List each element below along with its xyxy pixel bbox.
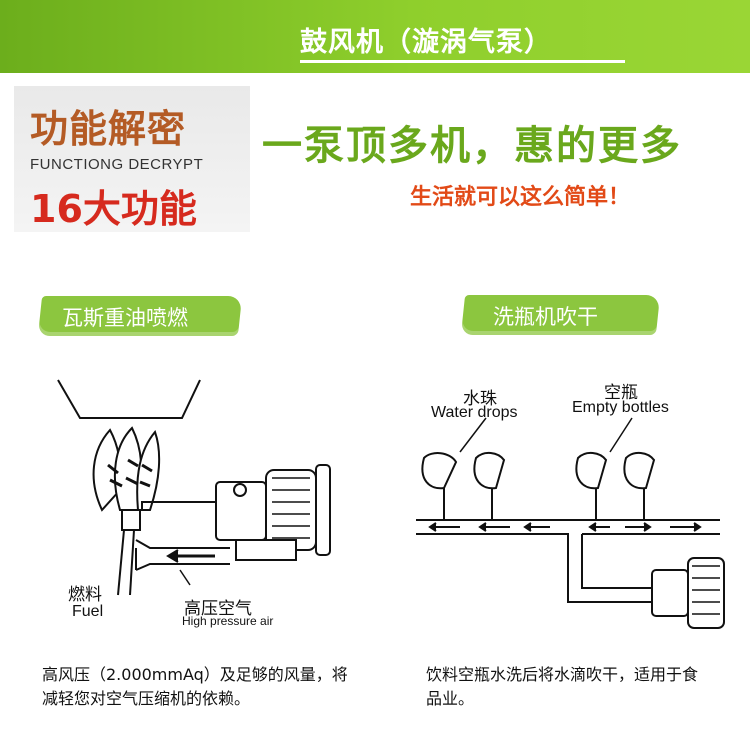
left-caption-line2: 减轻您对空气压缩机的依赖。 — [42, 689, 251, 708]
banner-underline — [300, 60, 625, 63]
right-caption-line1: 饮料空瓶水洗后将水滴吹干，适用于食 — [426, 665, 699, 684]
bottle-dryer-diagram — [416, 417, 725, 629]
feature-box — [14, 86, 250, 232]
feature-title: 功能解密 — [30, 107, 187, 151]
section-label-right: 洗瓶机吹干 — [493, 305, 598, 329]
water-drops-label-cn: 水珠 — [463, 389, 497, 409]
air-label-cn: 高压空气 — [184, 599, 252, 619]
tagline: 生活就可以这么简单！ — [410, 185, 631, 210]
left-caption-line1: 高风压（2.000mmAq）及足够的风量，将 — [42, 665, 348, 684]
right-caption-line2: 品业。 — [426, 689, 475, 708]
flame-icon — [92, 426, 161, 512]
fuel-label-cn: 燃料 — [68, 585, 102, 605]
blower-icon — [651, 557, 725, 629]
air-label-en: High pressure air — [182, 614, 274, 628]
water-drops-label-en: Water drops — [431, 404, 518, 421]
burner-diagram — [57, 379, 331, 596]
hopper-outline — [57, 379, 201, 419]
banner-title: 鼓风机（漩涡气泵） — [300, 27, 552, 58]
feature-subtitle: FUNCTIONG DECRYPT — [30, 156, 204, 173]
blower-icon — [215, 464, 331, 561]
bottle-icon — [575, 452, 608, 520]
bottle-icon — [421, 452, 458, 520]
feature-count: 16大功能 — [30, 187, 197, 231]
fuel-label-en: Fuel — [72, 603, 104, 620]
slogan: 一泵顶多机，惠的更多 — [262, 123, 682, 169]
section-label-left: 瓦斯重油喷燃 — [62, 306, 188, 330]
bottle-icon — [623, 452, 656, 520]
bottle-icon — [473, 452, 506, 520]
empty-bottles-label-en: Empty bottles — [572, 399, 669, 416]
empty-bottles-label-cn: 空瓶 — [604, 383, 638, 403]
